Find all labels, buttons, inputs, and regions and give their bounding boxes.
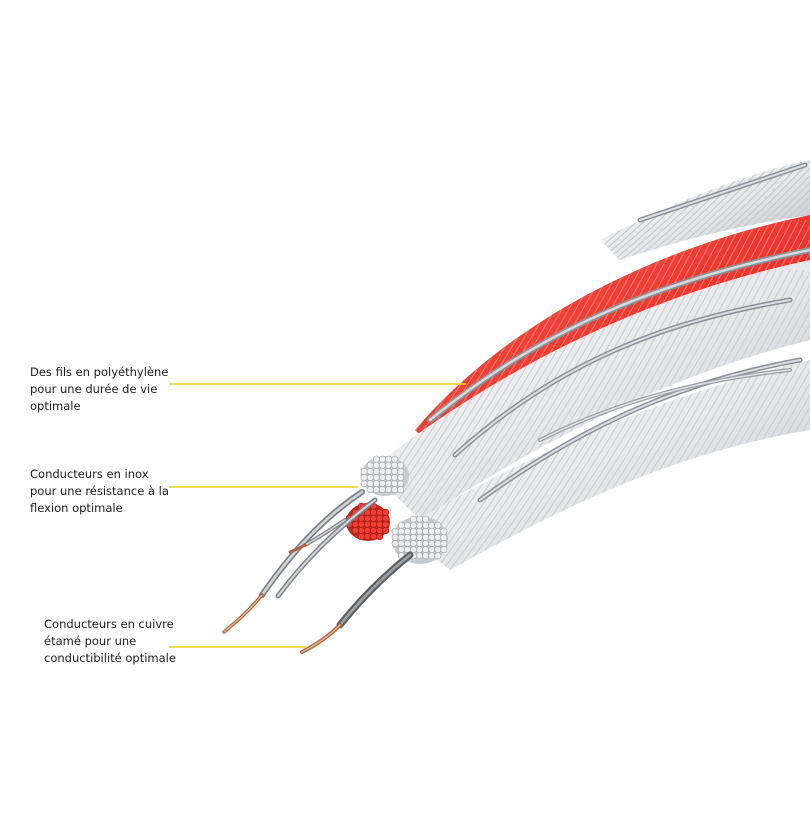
label-line: étamé pour une xyxy=(44,634,137,648)
steel-wires xyxy=(427,162,810,503)
stainless-conductors xyxy=(259,489,414,629)
label-line: optimale xyxy=(30,399,81,413)
white-strand-end-upper xyxy=(360,455,409,496)
label-line: pour une durée de vie xyxy=(30,382,158,396)
label-line: Conducteurs en cuivre xyxy=(44,617,174,631)
copper-conductors xyxy=(222,543,342,654)
label-line: Des fils en polyéthylène xyxy=(30,365,169,379)
white-strand-back xyxy=(600,160,810,260)
label-copper-conductors: Conducteurs en cuivre étamé pour une con… xyxy=(44,616,176,667)
label-polyethylene-strands: Des fils en polyéthylène pour une durée … xyxy=(30,364,168,415)
label-stainless-conductors: Conducteurs en inox pour une résistance … xyxy=(30,466,169,517)
label-line: pour une résistance à la xyxy=(30,484,169,498)
red-strand-end xyxy=(345,502,390,541)
label-line: Conducteurs en inox xyxy=(30,467,149,481)
label-line: flexion optimale xyxy=(30,501,123,515)
white-strand-end-lower xyxy=(391,515,448,564)
label-line: conductibilité optimale xyxy=(44,651,176,665)
